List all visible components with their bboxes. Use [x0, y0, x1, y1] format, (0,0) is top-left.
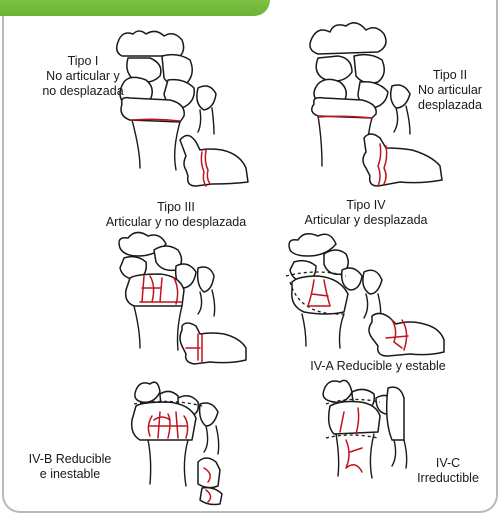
caption-line: IV-B Reducible: [14, 452, 126, 467]
caption-line: e inestable: [14, 467, 126, 482]
caption-line: Tipo IV: [276, 198, 456, 213]
caption-line: Articular y no desplazada: [76, 215, 276, 230]
wrist-drawing-type-4b: [132, 382, 222, 504]
caption-type-3: Tipo III Articular y no desplazada: [76, 200, 276, 230]
caption-line: Tipo II: [405, 68, 495, 83]
caption-line: no desplazada: [8, 84, 158, 99]
caption-type-1: Tipo I No articular y no desplazada: [8, 54, 158, 99]
wrist-drawing-type-4: [286, 234, 444, 356]
caption-line: Irreductible: [400, 471, 496, 486]
caption-type-2: Tipo II No articular desplazada: [405, 68, 495, 113]
caption-line: IV-C: [400, 456, 496, 471]
caption-line: No articular: [405, 83, 495, 98]
caption-type-4c: IV-C Irreductible: [400, 456, 496, 486]
caption-type-4a: IV-A Reducible y estable: [278, 359, 478, 374]
caption-line: Articular y desplazada: [276, 213, 456, 228]
wrist-drawing-type-4c: [323, 380, 407, 478]
wrist-drawing-type-3: [119, 232, 246, 364]
caption-line: No articular y: [8, 69, 158, 84]
caption-line: IV-A Reducible y estable: [278, 359, 478, 374]
caption-type-4: Tipo IV Articular y desplazada: [276, 198, 456, 228]
caption-line: desplazada: [405, 98, 495, 113]
caption-type-4b: IV-B Reducible e inestable: [14, 452, 126, 482]
caption-line: Tipo III: [76, 200, 276, 215]
caption-line: Tipo I: [8, 54, 158, 69]
